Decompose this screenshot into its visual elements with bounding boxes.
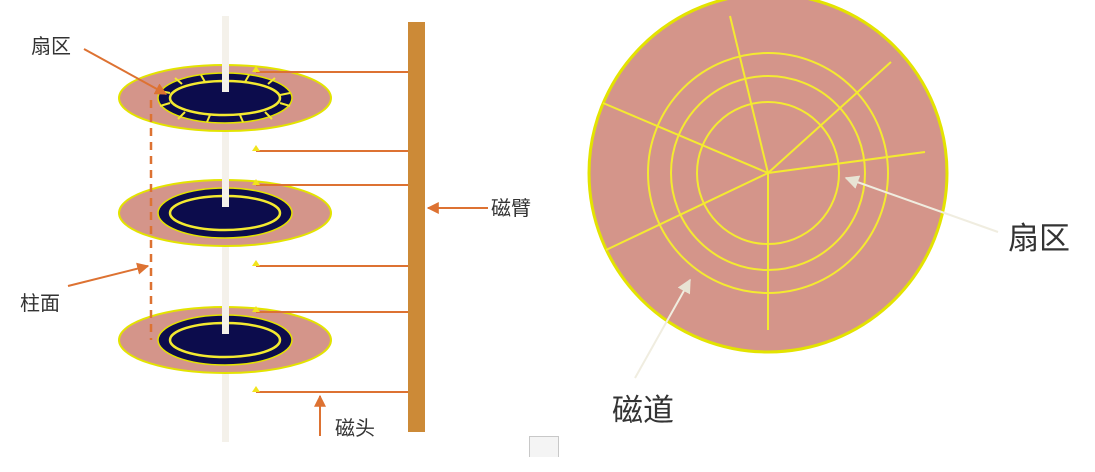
label-cylinder: 柱面	[20, 291, 60, 315]
label-sector-left: 扇区	[31, 34, 71, 58]
label-arm: 磁臂	[491, 196, 531, 220]
label-head: 磁头	[335, 416, 375, 440]
disk-arm	[408, 22, 425, 432]
read-write-heads	[252, 66, 260, 392]
label-sector-right: 扇区	[1008, 221, 1070, 257]
platter-bottom	[118, 306, 332, 374]
platter-middle	[118, 179, 332, 247]
platter-stack	[118, 16, 332, 442]
disk-top-view	[587, 0, 949, 354]
sector-lines	[602, 15, 926, 330]
right-label-pointers	[634, 175, 999, 379]
label-track: 磁道	[612, 393, 674, 429]
sector-ticks	[159, 74, 291, 123]
head-leaders	[256, 71, 408, 393]
left-label-pointers	[67, 48, 488, 436]
platter-top	[118, 64, 332, 132]
ui-fragment	[529, 436, 559, 457]
